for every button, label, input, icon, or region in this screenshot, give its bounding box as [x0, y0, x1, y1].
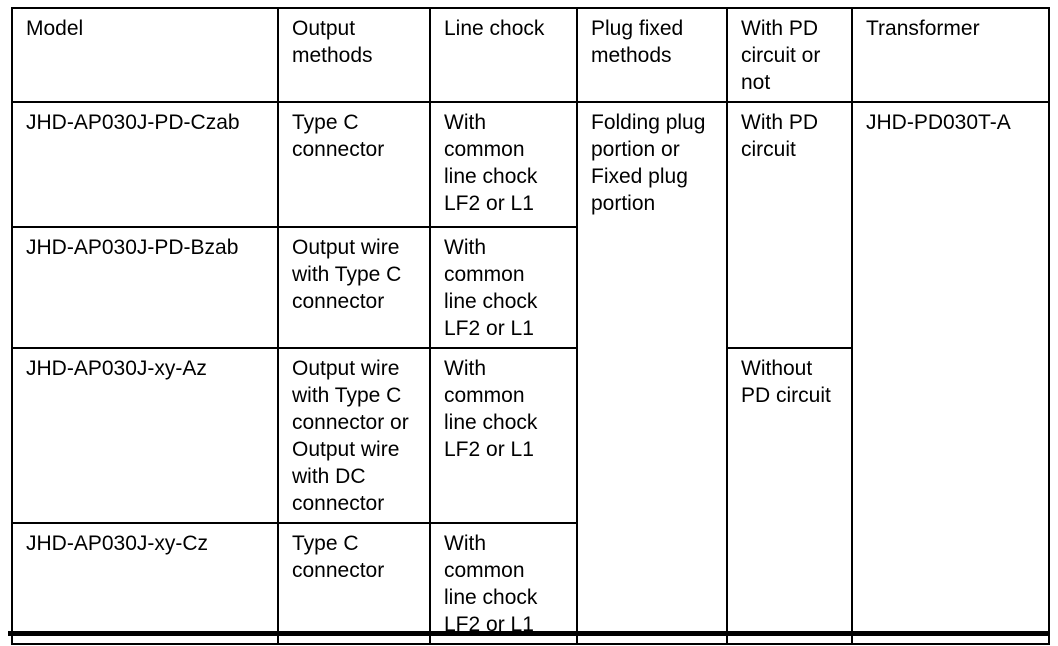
column-header-plug-fixed-methods: Plug fixed methods — [576, 7, 728, 103]
cell-with-pd-circuit-merged: With PD circuit — [726, 101, 853, 349]
cell-output-row2: Output wire with Type C connector — [277, 226, 431, 349]
cell-output-row1: Type C connector — [277, 101, 431, 228]
table-bottom-rule — [8, 631, 1050, 636]
cell-line-chock-row1: With common line chock LF2 or L1 — [429, 101, 578, 228]
cell-output-row3: Output wire with Type C connector or Out… — [277, 347, 431, 524]
cell-without-pd-circuit-merged: Without PD circuit — [726, 347, 853, 645]
cell-model-row4: JHD-AP030J-xy-Cz — [11, 522, 279, 645]
cell-line-chock-row3: With common line chock LF2 or L1 — [429, 347, 578, 524]
cell-model-row2: JHD-AP030J-PD-Bzab — [11, 226, 279, 349]
cell-output-row4: Type C connector — [277, 522, 431, 645]
cell-model-row1: JHD-AP030J-PD-Czab — [11, 101, 279, 228]
table-row: JHD-AP030J-PD-Bzab Output wire with Type… — [11, 226, 1049, 349]
column-header-transformer: Transformer — [851, 7, 1050, 103]
table-row: JHD-AP030J-xy-Az Output wire with Type C… — [11, 347, 1049, 645]
spec-table-container: Model Output methods Line chock Plug fix… — [11, 7, 1050, 645]
column-header-pd-circuit: With PD circuit or not — [726, 7, 853, 103]
cell-model-row3: JHD-AP030J-xy-Az — [11, 347, 279, 524]
table-header-row: Model Output methods Line chock Plug fix… — [11, 7, 1050, 103]
column-header-line-chock: Line chock — [429, 7, 578, 103]
spec-table: Model Output methods Line chock Plug fix… — [11, 7, 1050, 645]
column-header-output-methods: Output methods — [277, 7, 431, 103]
cell-plug-fixed-merged: Folding plug portion or Fixed plug porti… — [576, 101, 728, 645]
cell-transformer-merged: JHD-PD030T-A — [851, 101, 1050, 645]
cell-line-chock-row4: With common line chock LF2 or L1 — [429, 522, 578, 645]
cell-line-chock-row2: With common line chock LF2 or L1 — [429, 226, 578, 349]
column-header-model: Model — [11, 7, 279, 103]
table-row: JHD-AP030J-xy-Cz Type C connector With c… — [11, 522, 1049, 645]
table-row: JHD-AP030J-PD-Czab Type C connector With… — [11, 101, 1050, 645]
